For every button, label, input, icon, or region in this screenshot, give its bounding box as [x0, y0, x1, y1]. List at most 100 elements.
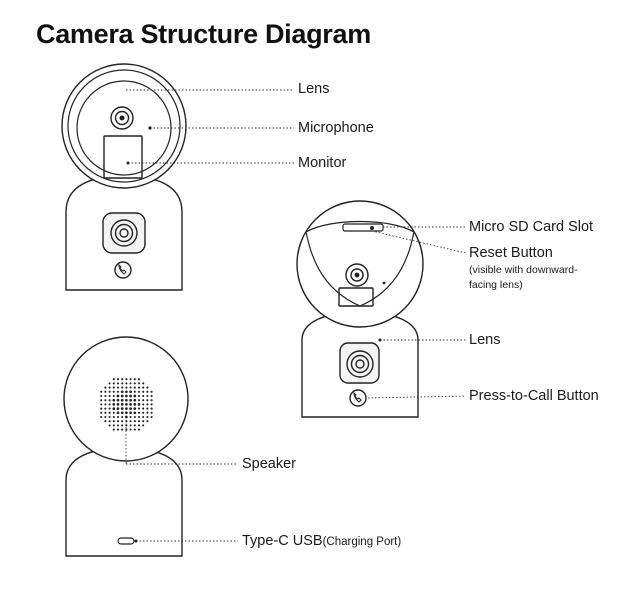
speaker-hole: [100, 415, 103, 419]
speaker-hole: [116, 398, 120, 402]
speaker-hole: [142, 403, 145, 406]
speaker-hole: [120, 403, 124, 406]
speaker-hole: [129, 382, 132, 385]
speaker-hole: [133, 386, 136, 389]
label-lens-side: Lens: [469, 332, 501, 348]
speaker-hole: [129, 386, 132, 389]
speaker-hole: [112, 394, 115, 398]
speaker-hole: [142, 382, 145, 385]
speaker-hole: [108, 403, 111, 406]
speaker-hole: [125, 411, 128, 415]
speaker-hole: [108, 420, 111, 423]
speaker-hole: [116, 428, 120, 431]
speaker-hole: [137, 399, 141, 402]
leader-lines: [125, 89, 467, 542]
speaker-hole: [146, 403, 149, 406]
speaker-hole: [112, 390, 115, 393]
monitor-screen: [103, 135, 143, 179]
speaker-hole: [137, 428, 141, 431]
label-monitor: Monitor: [298, 155, 347, 171]
speaker-hole: [116, 394, 120, 398]
speaker-hole: [121, 382, 124, 385]
speaker-hole: [133, 411, 137, 415]
speaker-hole: [112, 411, 115, 414]
speaker-hole: [104, 420, 107, 423]
speaker-hole: [120, 398, 124, 402]
label-type-c-main: Type-C USB: [242, 533, 323, 549]
speaker-hole: [142, 399, 145, 402]
reset-button-hole: [370, 226, 374, 230]
speaker-hole: [116, 390, 120, 393]
speaker-hole: [120, 411, 124, 415]
speaker-hole: [116, 415, 120, 419]
speaker-hole: [133, 394, 137, 398]
speaker-hole: [108, 386, 111, 389]
label-speaker: Speaker: [242, 456, 297, 472]
speaker-hole: [142, 407, 145, 410]
speaker-hole: [133, 424, 136, 427]
speaker-hole: [129, 378, 132, 381]
speaker-hole: [100, 407, 103, 410]
speaker-hole: [112, 420, 115, 423]
speaker-hole: [125, 382, 128, 385]
speaker-hole: [112, 398, 116, 402]
speaker-hole: [108, 411, 111, 414]
speaker-hole: [116, 411, 120, 415]
usb-c-port: [117, 537, 135, 545]
speaker-hole: [146, 415, 149, 419]
speaker-hole: [137, 424, 141, 427]
speaker-hole: [150, 403, 153, 406]
speaker-hole: [125, 386, 128, 389]
speaker-hole: [146, 411, 149, 414]
micro-sd-slot: [342, 223, 384, 232]
speaker-hole: [150, 399, 153, 402]
speaker-hole: [116, 420, 120, 423]
speaker-hole: [133, 407, 137, 410]
speaker-hole: [112, 378, 115, 381]
speaker-hole: [120, 407, 124, 410]
speaker-hole: [137, 386, 141, 389]
label-type-c-sub: (Charging Port): [322, 536, 402, 548]
speaker-hole: [125, 378, 128, 381]
speaker-hole: [100, 399, 103, 402]
tilted-call-button-icon: [349, 389, 367, 407]
speaker-hole: [125, 403, 128, 406]
speaker-hole: [112, 403, 116, 406]
speaker-hole: [120, 394, 124, 398]
speaker-hole: [129, 428, 132, 431]
speaker-hole: [142, 386, 145, 389]
speaker-hole: [137, 378, 141, 381]
speaker-hole: [112, 382, 115, 385]
speaker-hole: [104, 407, 107, 410]
speaker-hole: [137, 390, 141, 393]
speaker-hole: [121, 424, 124, 427]
speaker-hole: [125, 407, 128, 410]
tilted-lens-icon: [345, 263, 369, 287]
camera-front-head-ring: [67, 69, 181, 183]
speaker-hole: [142, 394, 145, 398]
camera-back-view: [63, 336, 189, 557]
speaker-hole: [108, 390, 111, 393]
speaker-hole: [112, 415, 115, 419]
speaker-hole: [116, 378, 120, 381]
page-title: Camera Structure Diagram: [36, 19, 371, 49]
speaker-hole: [133, 428, 136, 431]
speaker-hole: [125, 390, 128, 394]
speaker-hole: [116, 382, 120, 385]
reset-note-line2: facing lens): [469, 279, 523, 291]
speaker-hole: [104, 403, 107, 406]
camera-front-head: [61, 63, 187, 189]
speaker-hole: [150, 407, 153, 410]
speaker-hole: [137, 420, 141, 423]
camera-tilted-view: [296, 200, 424, 418]
camera-front-view: [61, 63, 187, 291]
speaker-hole: [116, 403, 120, 406]
speaker-hole: [137, 394, 141, 398]
speaker-hole: [146, 399, 149, 402]
speaker-hole: [146, 386, 149, 389]
speaker-hole: [125, 415, 128, 419]
speaker-hole: [104, 390, 107, 393]
speaker-hole: [112, 386, 115, 389]
speaker-hole: [133, 415, 136, 419]
speaker-hole: [150, 390, 153, 393]
